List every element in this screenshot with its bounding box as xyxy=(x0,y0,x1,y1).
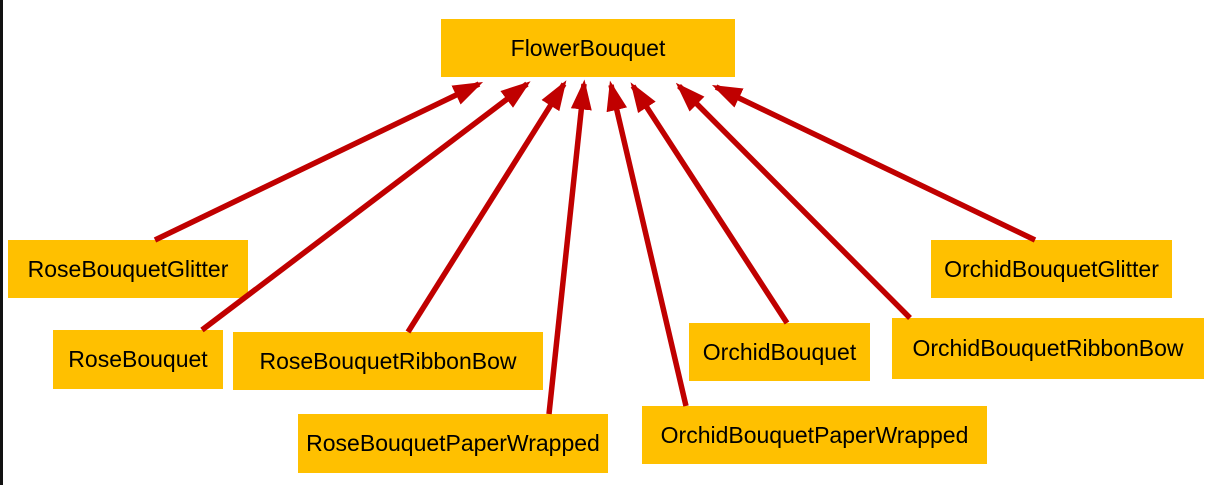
inheritance-arrow-orchid-bouquet-paper-wrapped[interactable] xyxy=(606,80,689,407)
node-flower-bouquet[interactable]: FlowerBouquet xyxy=(441,19,735,77)
node-orchid-bouquet-paper-wrapped[interactable]: OrchidBouquetPaperWrapped xyxy=(642,406,987,464)
node-label: RoseBouquetRibbonBow xyxy=(259,347,517,374)
node-label: OrchidBouquetRibbonBow xyxy=(912,335,1184,361)
node-label: RoseBouquet xyxy=(68,346,208,372)
node-label: OrchidBouquetGlitter xyxy=(944,255,1159,282)
node-rose-bouquet[interactable]: RoseBouquet xyxy=(53,330,223,389)
node-orchid-bouquet[interactable]: OrchidBouquet xyxy=(689,323,870,381)
inheritance-arrow-rose-bouquet-ribbon-bow[interactable] xyxy=(405,80,567,334)
node-label: OrchidBouquet xyxy=(702,338,857,365)
node-orchid-bouquet-glitter[interactable]: OrchidBouquetGlitter xyxy=(931,240,1172,298)
node-label: RoseBouquetPaperWrapped xyxy=(306,430,600,456)
node-label: FlowerBouquet xyxy=(510,34,666,61)
inheritance-arrow-orchid-bouquet-glitter[interactable] xyxy=(711,84,1037,243)
inheritance-arrow-orchid-bouquet-ribbon-bow[interactable] xyxy=(675,82,912,320)
page-edge-line xyxy=(0,0,3,485)
inheritance-arrow-rose-bouquet-glitter[interactable] xyxy=(153,81,484,243)
node-orchid-bouquet-ribbon-bow[interactable]: OrchidBouquetRibbonBow xyxy=(892,318,1204,379)
inheritance-arrow-rose-bouquet-paper-wrapped[interactable] xyxy=(546,79,592,415)
node-rose-bouquet-paper-wrapped[interactable]: RoseBouquetPaperWrapped xyxy=(298,414,608,473)
inheritance-arrow-orchid-bouquet[interactable] xyxy=(630,82,790,325)
node-rose-bouquet-ribbon-bow[interactable]: RoseBouquetRibbonBow xyxy=(233,332,543,390)
node-rose-bouquet-glitter[interactable]: RoseBouquetGlitter xyxy=(8,240,248,298)
inheritance-arrow-rose-bouquet[interactable] xyxy=(200,81,531,333)
node-label: OrchidBouquetPaperWrapped xyxy=(660,421,969,448)
node-label: RoseBouquetGlitter xyxy=(27,255,229,282)
